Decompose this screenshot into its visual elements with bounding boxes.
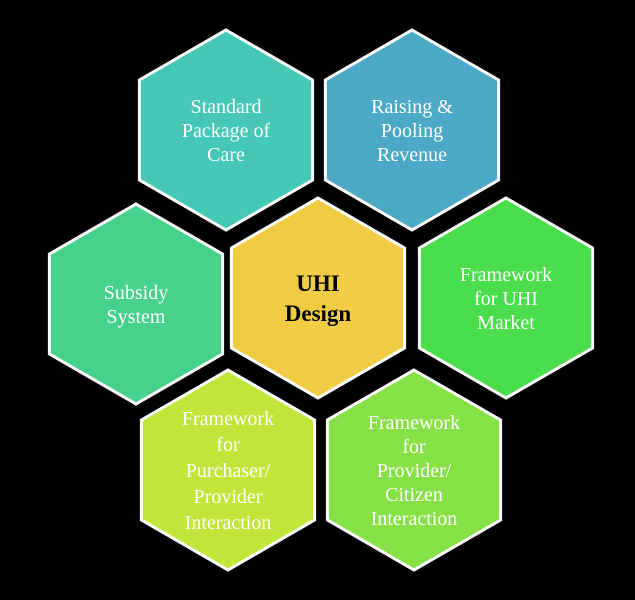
hexagon-label-line: for UHI bbox=[474, 288, 538, 310]
hexagon-shape-subsidy-system bbox=[47, 202, 225, 406]
hexagon-label-line: Citizen bbox=[385, 484, 443, 506]
hexagon-label-line: Interaction bbox=[371, 508, 458, 530]
hexagon-shape-standard-package bbox=[137, 28, 315, 232]
hexagon-shape-framework-citizen bbox=[325, 368, 503, 572]
hexagon-shape-uhi-design bbox=[229, 196, 407, 400]
hexagon-label-line: Design bbox=[285, 301, 352, 326]
hexagon-label-line: Framework bbox=[460, 264, 552, 286]
hexagon-label-line: for bbox=[216, 434, 240, 456]
hexagon-uhi-design: UHI Design bbox=[229, 196, 407, 400]
hexagon-label-line: Subsidy bbox=[104, 282, 168, 304]
hexagon-label-line: Framework bbox=[182, 408, 274, 430]
hexagon-label-line: Purchaser/ bbox=[186, 460, 271, 482]
hexagon-label-line: Care bbox=[207, 144, 245, 166]
hexagon-label-line: Market bbox=[477, 312, 535, 334]
hexagon-label-line: Provider/ bbox=[377, 460, 452, 482]
hexagon-shape-raising-pooling bbox=[323, 28, 501, 232]
hexagon-label-line: Package of bbox=[182, 120, 271, 142]
hexagon-shape-framework-market bbox=[417, 196, 595, 400]
hexagon-label-line: Standard bbox=[190, 96, 261, 118]
hexagon-label-line: Raising & bbox=[371, 96, 453, 118]
hexagon-label-line: Framework bbox=[368, 412, 460, 434]
hexagon-label-uhi-design: UHI Design bbox=[285, 271, 352, 326]
hexagon-label-line: Revenue bbox=[377, 144, 447, 166]
hexagon-shape-framework-purchaser bbox=[139, 368, 317, 572]
hexagon-label-line: for bbox=[402, 436, 426, 458]
hexagon-label-line: Interaction bbox=[185, 512, 272, 534]
hexagon-label-line: System bbox=[107, 306, 166, 328]
hexagon-label-line: Pooling bbox=[381, 120, 443, 142]
hexagon-label-line: UHI bbox=[296, 271, 340, 296]
hexagon-label-line: Provider bbox=[194, 486, 263, 508]
